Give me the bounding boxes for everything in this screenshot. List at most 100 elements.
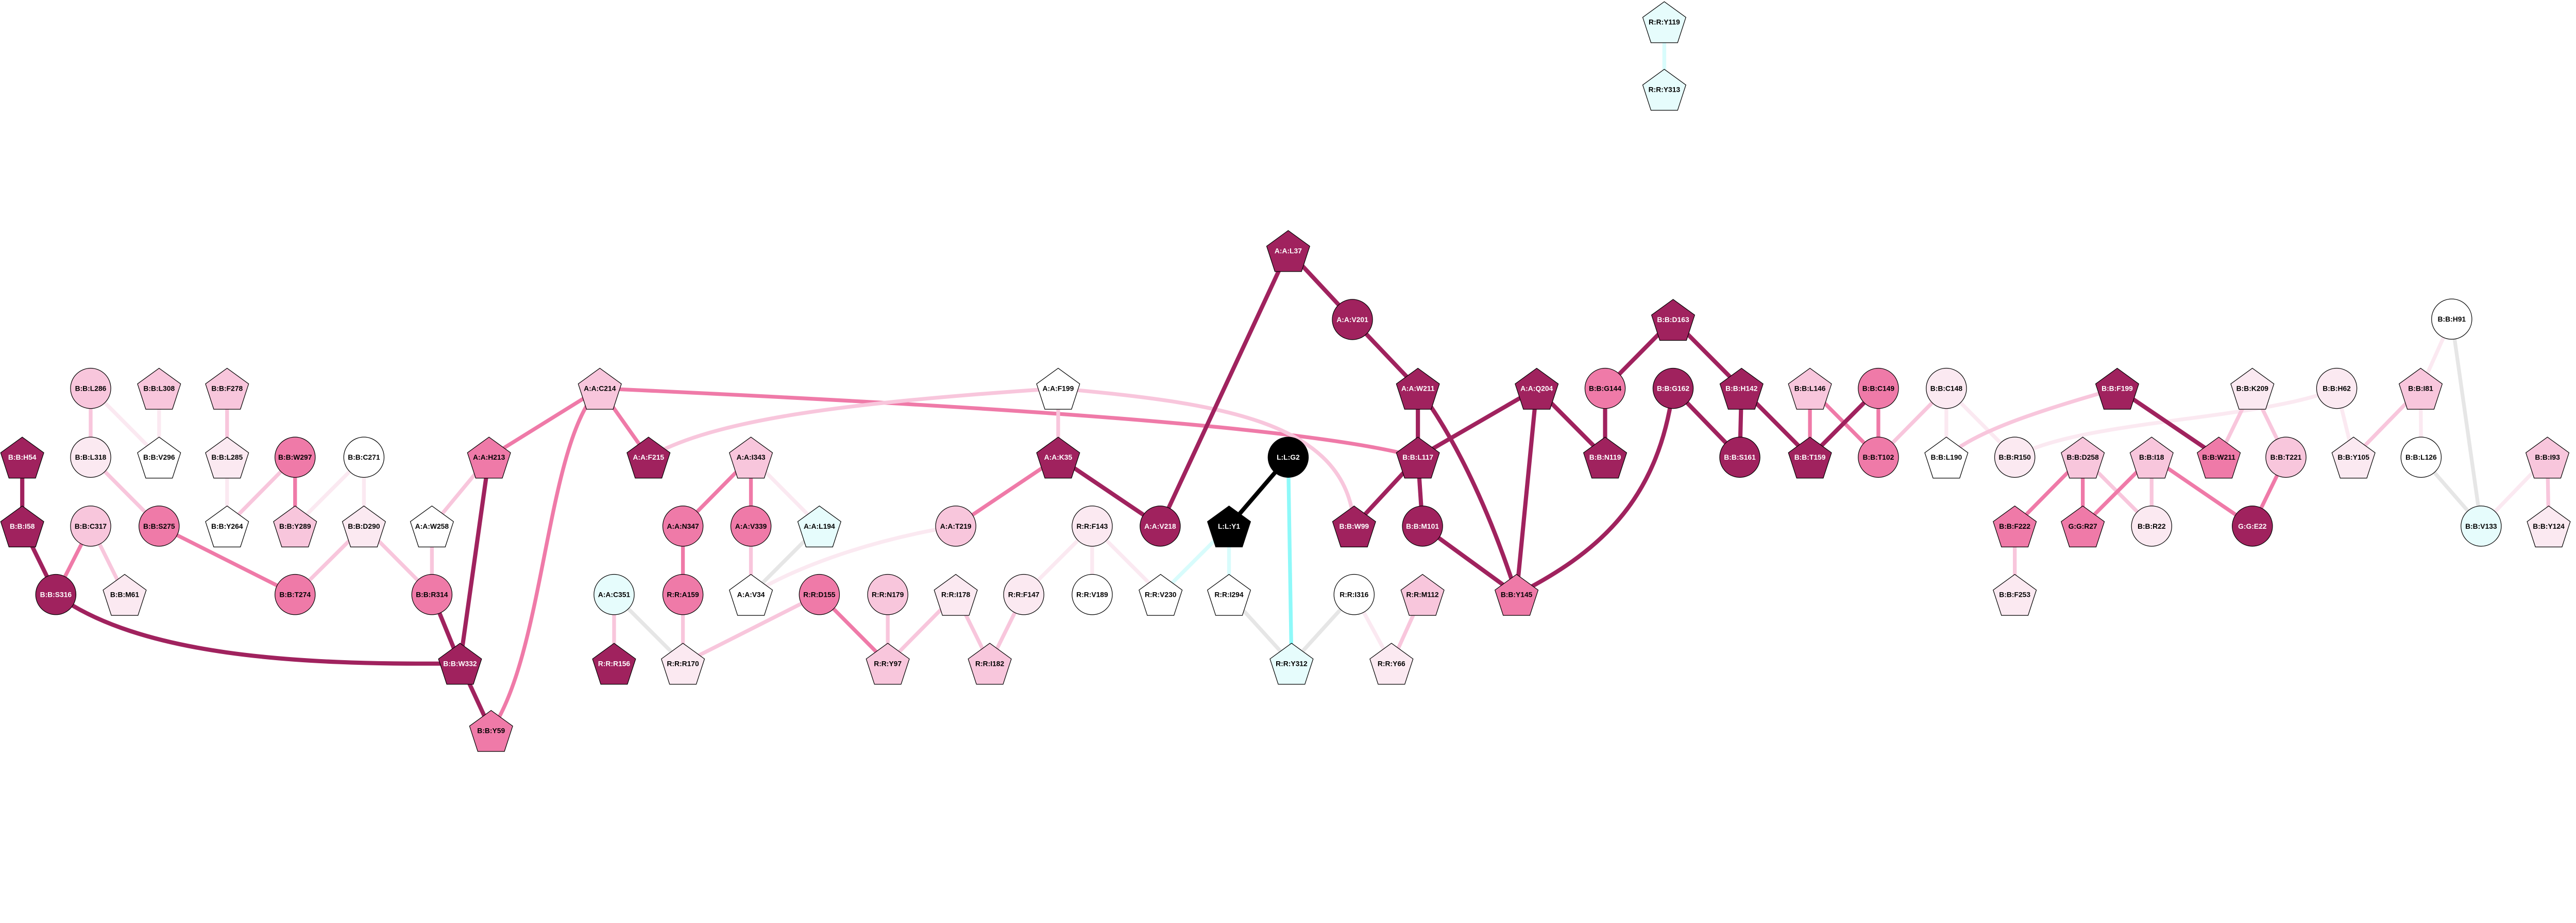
node-A-A-C214: A:A:C214 <box>578 367 622 410</box>
node-label: R:R:Y312 <box>1276 659 1308 667</box>
node-label: L:L:Y1 <box>1218 522 1240 530</box>
node-A-A-W211: A:A:W211 <box>1396 367 1440 410</box>
edge-A:A:F199-A:A:F215 <box>647 386 1059 459</box>
node-pentagon <box>103 574 147 616</box>
node-B-B-G144: B:B:G144 <box>1584 367 1626 409</box>
node-circle <box>1584 367 1626 409</box>
node-pentagon <box>2061 505 2105 547</box>
node-B-B-T274: B:B:T274 <box>275 574 316 615</box>
node-pentagon <box>410 505 454 547</box>
edge-A:A:K35-A:A:V218 <box>1057 455 1162 528</box>
node-R-R-V230: R:R:V230 <box>1139 574 1183 616</box>
node-B-B-R314: B:B:R314 <box>411 574 453 615</box>
edge-A:A:K35-A:A:T219 <box>955 456 1059 528</box>
node-label: B:B:K209 <box>2236 384 2269 393</box>
edge-A:A:H213-A:A:C214 <box>488 387 601 459</box>
node-B-B-H91: B:B:H91 <box>2431 298 2472 340</box>
node-circle <box>1858 437 1899 478</box>
node-label: B:B:Y59 <box>477 727 505 735</box>
node-label: A:A:W258 <box>415 522 449 530</box>
node-label: A:A:V339 <box>735 522 767 530</box>
node-pentagon <box>205 505 249 547</box>
node-label: B:B:C271 <box>348 453 380 461</box>
node-label: B:B:T274 <box>279 591 311 599</box>
node-pentagon <box>1400 574 1445 616</box>
node-circle <box>2400 437 2442 478</box>
node-pentagon <box>2129 437 2174 479</box>
node-pentagon <box>797 505 841 547</box>
node-B-B-W332: B:B:W332 <box>438 643 482 685</box>
node-label: R:R:I294 <box>1214 591 1243 599</box>
node-pentagon <box>1651 299 1696 341</box>
node-label: B:B:D290 <box>348 522 380 530</box>
node-circle <box>70 437 111 478</box>
node-circle <box>1858 367 1899 409</box>
node-label: B:B:H62 <box>2323 384 2351 393</box>
node-label: G:G:R27 <box>2069 522 2097 530</box>
node-A-A-F199: A:A:F199 <box>1036 367 1080 410</box>
node-A-A-V34: A:A:V34 <box>728 574 773 616</box>
node-R-R-Y119: R:R:Y119 <box>1642 1 1686 43</box>
node-label: B:B:W332 <box>443 659 477 667</box>
node-A-A-L194: A:A:L194 <box>797 505 841 547</box>
node-B-B-W99: B:B:W99 <box>1332 505 1376 547</box>
node-pentagon <box>1993 574 2037 616</box>
node-B-B-H54: B:B:H54 <box>0 437 44 479</box>
node-circle <box>2232 506 2273 547</box>
node-pentagon <box>660 643 705 685</box>
node-circle <box>1402 506 1443 547</box>
node-B-B-L286: B:B:L286 <box>70 367 111 409</box>
node-label: A:A:L194 <box>804 522 835 530</box>
node-pentagon <box>2197 437 2241 479</box>
node-pentagon <box>1036 367 1080 410</box>
node-circle <box>1140 506 1181 547</box>
node-B-B-L318: B:B:L318 <box>70 437 111 478</box>
node-pentagon <box>626 437 671 479</box>
node-pentagon <box>1332 505 1376 547</box>
node-A-A-T219: A:A:T219 <box>935 506 976 547</box>
node-label: R:R:I178 <box>941 591 970 599</box>
node-pentagon <box>728 574 773 616</box>
node-circle <box>70 367 111 409</box>
node-label: R:R:M112 <box>1406 591 1439 599</box>
node-R-R-D155: R:R:D155 <box>799 574 840 615</box>
node-R-R-Y313: R:R:Y313 <box>1642 69 1686 111</box>
node-label: B:B:F199 <box>2102 384 2133 393</box>
node-B-B-C271: B:B:C271 <box>343 437 385 478</box>
node-pentagon <box>1396 437 1440 479</box>
node-label: G:G:E22 <box>2238 522 2267 530</box>
node-label: A:A:V201 <box>1336 315 1368 324</box>
node-label: R:R:F143 <box>1077 522 1108 530</box>
node-circle <box>275 574 316 615</box>
node-pentagon <box>1924 437 1969 479</box>
node-pentagon <box>578 367 622 410</box>
node-pentagon <box>1515 367 1559 410</box>
node-B-B-Y59: B:B:Y59 <box>469 710 513 752</box>
node-pentagon <box>728 437 773 479</box>
edge-A:A:L37-A:A:V218 <box>1158 249 1291 527</box>
node-A-A-H213: A:A:H213 <box>467 437 511 479</box>
node-label: A:A:F215 <box>633 453 664 461</box>
node-R-R-Y312: R:R:Y312 <box>1269 643 1314 685</box>
node-R-R-M112: R:R:M112 <box>1400 574 1445 616</box>
node-label: B:B:F253 <box>1999 591 2030 599</box>
node-label: B:B:Y105 <box>2337 453 2369 461</box>
node-pentagon <box>1139 574 1183 616</box>
node-label: R:R:V189 <box>1076 591 1108 599</box>
node-B-B-I58: B:B:I58 <box>0 505 44 547</box>
node-B-B-S275: B:B:S275 <box>139 506 180 547</box>
node-B-B-I81: B:B:I81 <box>2398 367 2443 410</box>
edge-R:R:D155-R:R:R170 <box>682 593 820 665</box>
node-circle <box>799 574 840 615</box>
node-pentagon <box>137 437 181 479</box>
node-circle <box>411 574 453 615</box>
node-B-B-V133: B:B:V133 <box>2461 506 2502 547</box>
edge-A:A:C214-B:B:L117 <box>600 386 1419 459</box>
node-A-A-V218: A:A:V218 <box>1140 506 1181 547</box>
node-label: B:B:L318 <box>75 453 107 461</box>
node-circle <box>730 506 772 547</box>
node-label: A:A:C214 <box>584 384 616 393</box>
node-label: R:R:I316 <box>1340 591 1368 599</box>
node-label: B:B:F278 <box>211 384 243 393</box>
